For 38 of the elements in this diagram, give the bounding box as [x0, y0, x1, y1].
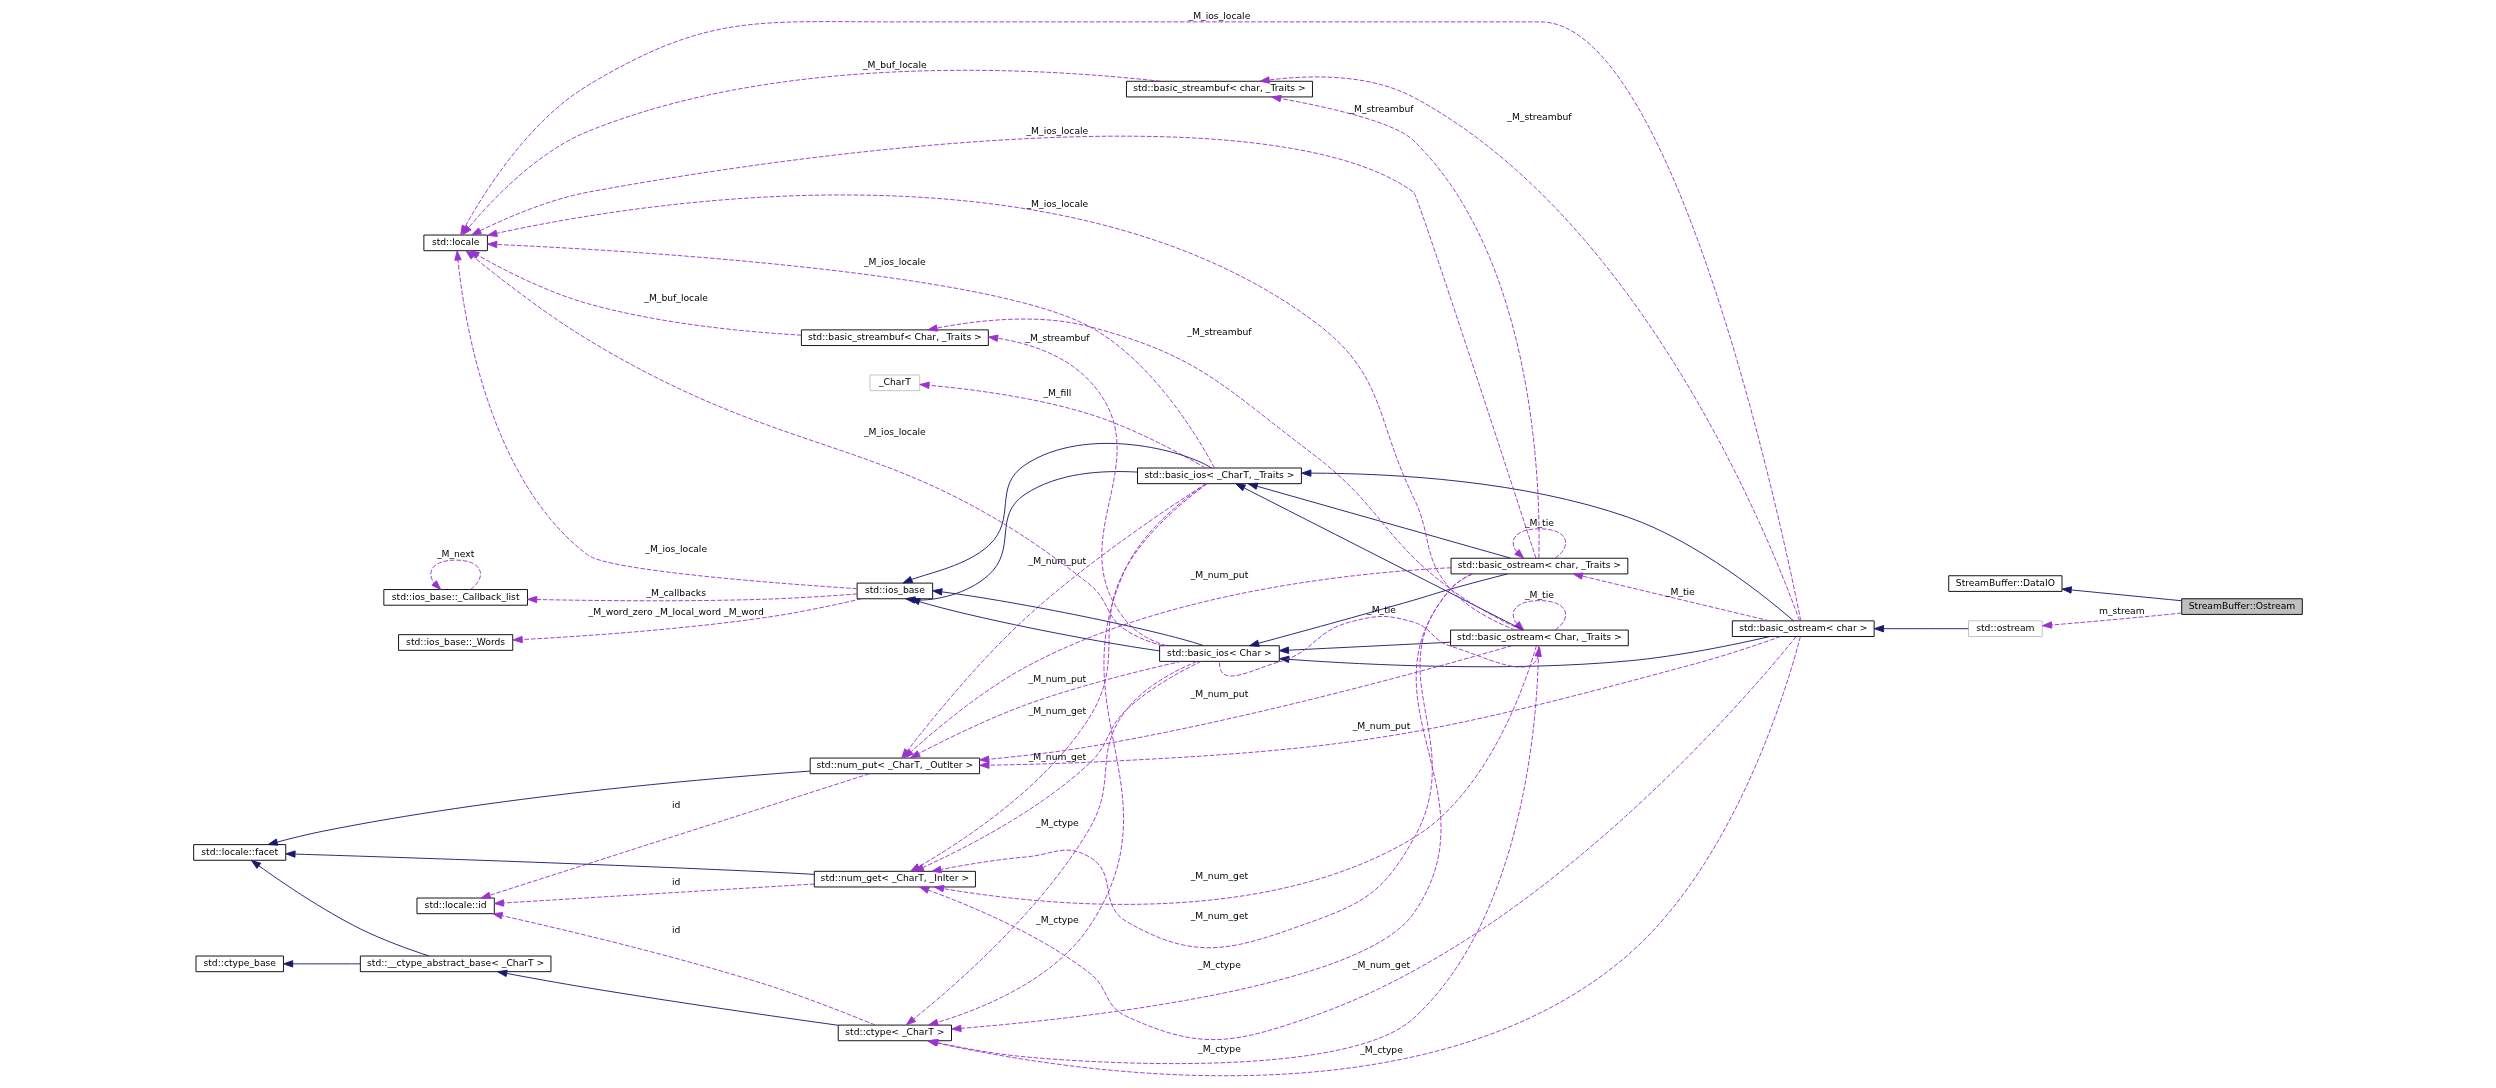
edge-label: _M_num_put	[1028, 555, 1087, 567]
edge-label: _M_num_put	[1190, 569, 1249, 581]
edge-label: _M_ios_locale	[1026, 197, 1089, 209]
edge-label: _M_num_get	[1028, 705, 1087, 717]
edge-label: _M_ctype	[1036, 914, 1079, 926]
edge-label: _M_streambuf	[1507, 111, 1572, 123]
edge-label: m_stream	[2098, 604, 2145, 616]
edge-label: _M_ios_locale	[1188, 10, 1251, 22]
edge-label: _M_ios_locale	[1026, 125, 1089, 137]
edge-label: _M_fill	[1043, 386, 1072, 398]
edge-label: _M_word_zero _M_local_word _M_word	[588, 605, 764, 617]
edge-label: _M_ios_locale	[864, 426, 926, 438]
edge-label: _M_num_put	[1352, 720, 1411, 732]
edge-label: _M_ctype	[1198, 959, 1241, 971]
edge-label: _M_ctype	[1036, 816, 1079, 828]
edge-label: _M_ios_locale	[645, 543, 708, 555]
edge-label: _M_ios_locale	[864, 255, 926, 267]
edge-label: _M_buf_locale	[644, 291, 709, 303]
edge-label: _M_streambuf	[1349, 103, 1414, 115]
edge-label: _M_num_get	[1352, 958, 1411, 970]
edge-label: _M_num_put	[1028, 673, 1087, 685]
edge-label: _M_tie	[1665, 585, 1695, 597]
edge-label: _M_ctype	[1360, 1044, 1403, 1056]
edge-label: _M_callbacks	[646, 587, 706, 599]
edge-label: id	[671, 924, 681, 936]
edge-label: _M_streambuf	[1187, 325, 1252, 337]
edge-label: _M_tie	[1524, 517, 1554, 529]
edge-label: _M_next	[436, 548, 475, 560]
edge-label: _M_streambuf	[1025, 332, 1090, 344]
edge-label: _M_num_get	[1190, 909, 1249, 921]
edge-label: _M_num_get	[1028, 751, 1087, 763]
edge-label: _M_tie	[1524, 588, 1554, 600]
edge-label: id	[671, 875, 681, 887]
edge-label: _M_num_get	[1190, 870, 1249, 882]
edge-label: _M_ctype	[1198, 1043, 1241, 1055]
edge-label: id	[671, 799, 681, 811]
edge-label: _M_num_put	[1190, 687, 1249, 699]
edge-label: _M_buf_locale	[863, 58, 927, 70]
